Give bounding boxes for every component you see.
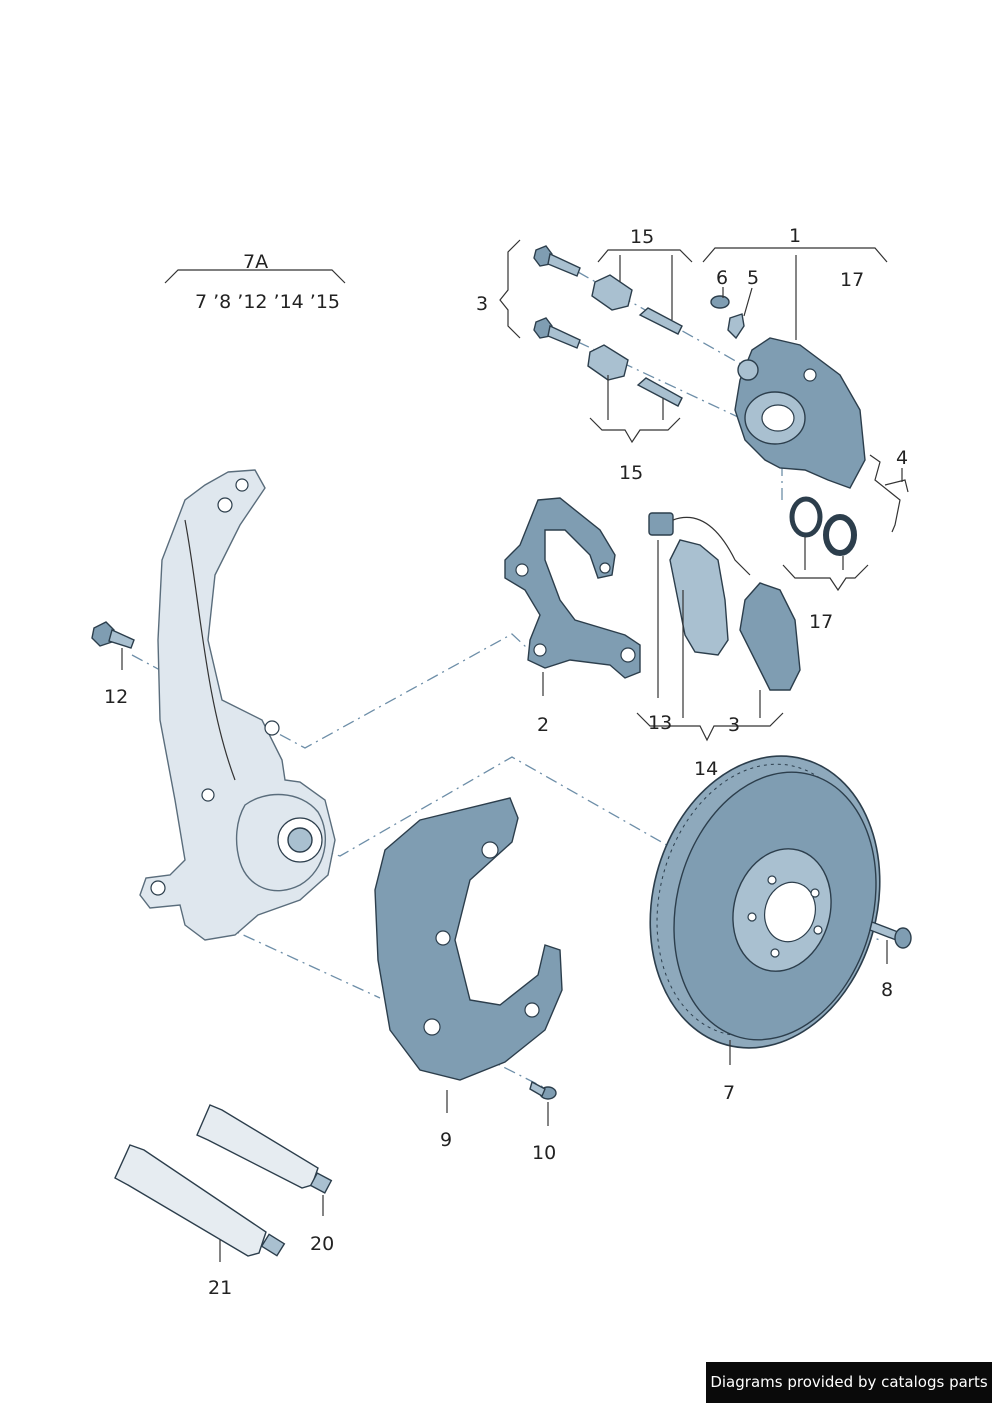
callout-21: 21 [208,1277,232,1299]
credit-badge: Diagrams provided by catalogs parts [706,1362,992,1403]
piston-seals [789,496,857,556]
callout-15-top: 15 [630,226,654,248]
callout-3-bottom: 3 [728,714,740,736]
callout-7a-sub: 7 ’8 ’12 ’14 ’15 [195,291,340,313]
bleed-valve-and-cap [710,295,745,340]
steering-knuckle [139,469,336,941]
callout-13: 13 [648,712,672,734]
disc-screw [869,921,912,949]
callout-7a: 7A [243,251,268,273]
callout-4: 4 [896,447,908,469]
callout-7: 7 [723,1082,735,1104]
guide-bolts [533,245,683,407]
callout-5: 5 [747,267,759,289]
bolt-12 [91,621,135,649]
brake-caliper [734,337,866,489]
callout-1: 1 [789,225,801,247]
callout-8: 8 [881,979,893,1001]
callout-12: 12 [104,686,128,708]
callout-2: 2 [537,714,549,736]
callout-17-mid: 17 [809,611,833,633]
grease-tube-21 [114,1144,286,1257]
callout-9: 9 [440,1129,452,1151]
callout-14: 14 [694,758,718,780]
callout-labels: 7A 7 ’8 ’12 ’14 ’15 15 1 6 5 17 3 15 4 1… [104,225,908,1299]
leader-lines [121,239,903,1262]
callout-6: 6 [716,267,728,289]
retaining-spring [869,454,909,533]
callout-17-top: 17 [840,269,864,291]
grease-tube-20 [196,1104,333,1194]
splash-shield [374,797,563,1081]
brake-disc [649,755,881,1049]
callout-20: 20 [310,1233,334,1255]
callout-15-bottom: 15 [619,462,643,484]
brake-pads [669,539,801,691]
callout-3-top: 3 [476,293,488,315]
wear-sensor [648,512,751,576]
caliper-carrier [504,497,641,679]
screw-10 [529,1080,557,1100]
callout-10: 10 [532,1142,556,1164]
